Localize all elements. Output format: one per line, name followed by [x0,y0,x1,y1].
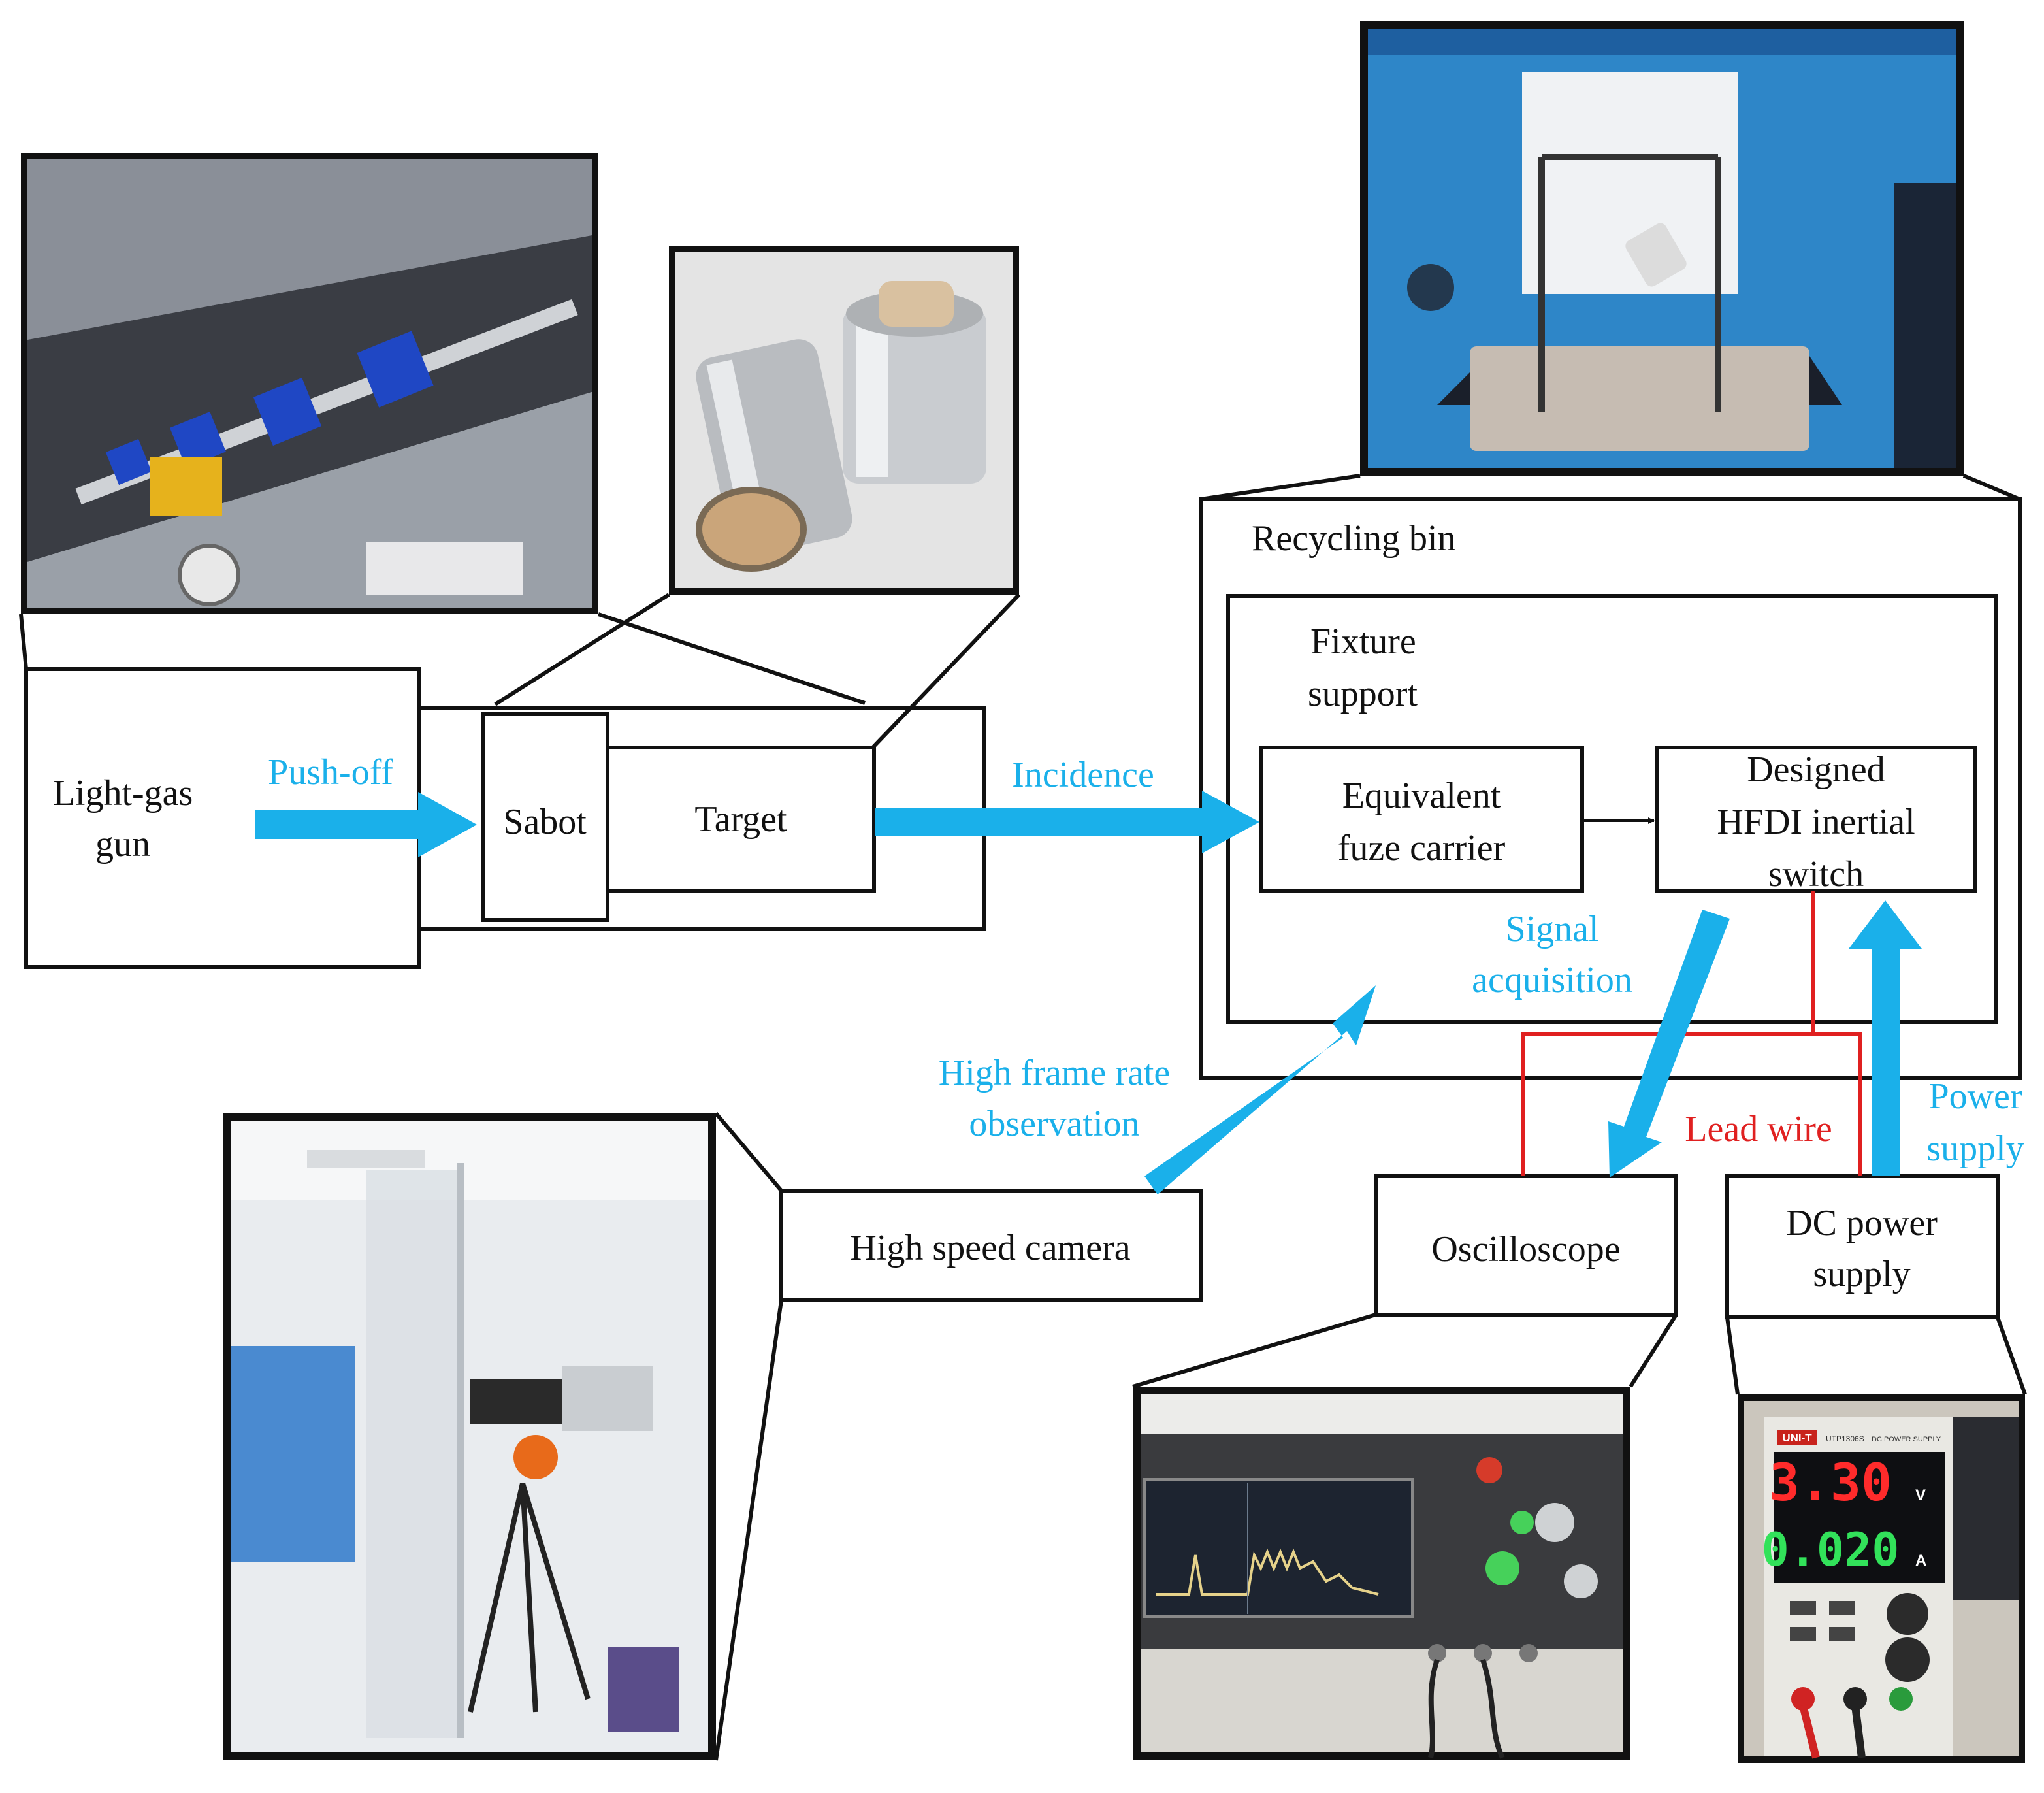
arrow-incidence [875,791,1259,853]
arrow-push-off [255,792,477,857]
psu-brand: UNI-T [1782,1432,1812,1444]
box-equivalent-fuze-carrier [1259,746,1584,893]
psu-caption: DC POWER SUPPLY [1872,1436,1941,1443]
label-hfdi-switch-2: HFDI inertial [1717,802,1915,842]
flow-arrows [255,791,1922,1194]
box-hfdi-switch [1655,746,1977,893]
label-high-frame-rate-1: High frame rate [939,1053,1170,1093]
label-high-speed-camera: High speed camera [850,1228,1130,1268]
box-high-speed-camera [779,1189,1203,1302]
label-light-gas-gun-2: gun [95,824,150,864]
label-power-supply-flow-2: supply [1926,1128,2024,1169]
callout-lines [19,474,2027,1761]
label-fixture-support-1: Fixture [1310,621,1416,662]
label-lead-wire: Lead wire [1685,1109,1832,1149]
psu-model: UTP1306S [1826,1434,1864,1443]
label-oscilloscope: Oscilloscope [1431,1229,1620,1270]
label-hfdi-switch-1: Designed [1747,749,1885,790]
label-fuze-carrier-1: Equivalent [1342,776,1501,816]
psu-voltage-unit: V [1915,1487,1926,1504]
photo-high-speed-camera [223,1113,716,1760]
box-oscilloscope [1374,1174,1678,1317]
label-signal-acquisition-1: Signal [1505,909,1598,949]
label-incidence: Incidence [1012,755,1154,795]
label-light-gas-gun-1: Light-gas [53,773,193,814]
label-push-off: Push-off [268,752,393,793]
label-signal-acquisition-2: acquisition [1472,960,1632,1000]
arrow-signal-acquisition [1608,910,1730,1177]
box-recycling-bin [1199,497,2022,1080]
label-fixture-support-2: support [1308,674,1418,714]
label-hfdi-switch-3: switch [1768,854,1864,895]
label-fuze-carrier-2: fuze carrier [1338,828,1506,868]
arrow-high-frame-rate [1144,985,1376,1194]
lead-wire-line-psu [1813,1032,1862,1176]
psu-current-readout: 0.020 [1762,1523,1900,1577]
psu-voltage-readout: 3.30 [1769,1454,1892,1513]
label-power-supply-flow-1: Power [1928,1076,2022,1117]
box-target [606,746,876,893]
box-dc-power-supply [1725,1174,2000,1319]
photo-oscilloscope [1133,1387,1630,1760]
label-high-frame-rate-2: observation [969,1104,1139,1144]
label-sabot: Sabot [503,802,587,842]
photo-light-gas-gun [21,153,598,614]
label-recycling-bin: Recycling bin [1252,518,1456,559]
psu-current-unit: A [1915,1552,1926,1570]
photo-recycling-bin [1360,21,1964,476]
label-target: Target [694,799,787,840]
arrow-power-supply [1849,900,1922,1176]
photo-dc-power-supply: UNI-T UTP1306S DC POWER SUPPLY 3.30 V 0.… [1738,1394,2025,1763]
label-dc-power-supply-1: DC power [1786,1203,1938,1243]
label-dc-power-supply-2: supply [1813,1254,1910,1294]
photo-sabot-target [669,246,1019,595]
